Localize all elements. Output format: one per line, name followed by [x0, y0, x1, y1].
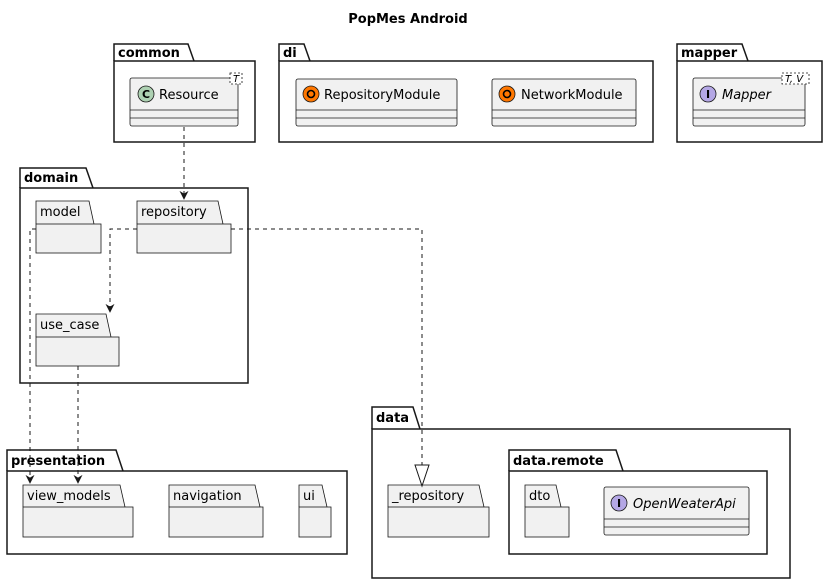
svg-text:C: C	[142, 88, 150, 101]
subpackage-label-dto: dto	[529, 489, 550, 504]
package-label-mapper: mapper	[681, 46, 738, 61]
package-label-data-remote: data.remote	[513, 454, 604, 469]
interface-open-weather-api: I OpenWeaterApi	[603, 486, 750, 536]
subpackage-use-case: use_case	[35, 313, 120, 367]
package-label-di: di	[283, 46, 297, 61]
subpackage-view-models: view_models	[22, 484, 134, 538]
class-repository-module: RepositoryModule	[295, 78, 458, 127]
class-network-module: NetworkModule	[491, 78, 637, 127]
arrow-model-to-view-models	[25, 228, 36, 484]
class-resource: C Resource T	[129, 72, 243, 127]
class-network-module-name: NetworkModule	[521, 88, 623, 103]
class-c-icon	[137, 85, 155, 103]
svg-text:I: I	[617, 497, 621, 510]
package-label-common: common	[118, 46, 180, 61]
subpackage-label-repository: repository	[141, 205, 207, 220]
subpackage-label-use-case: use_case	[40, 318, 99, 333]
arrow-repository-to-use-case	[105, 228, 137, 313]
class-resource-name: Resource	[159, 88, 219, 103]
object-o-icon	[498, 85, 516, 103]
package-label-presentation: presentation	[11, 454, 105, 469]
subpackage-label-navigation: navigation	[173, 489, 242, 504]
subpackage-label-ui: ui	[303, 489, 315, 504]
subpackage-label-view-models: view_models	[27, 489, 111, 504]
subpackage-dto: dto	[524, 484, 570, 538]
resource-type-param: T	[233, 74, 240, 85]
interface-mapper-name: Mapper	[722, 88, 773, 103]
interface-i-icon	[610, 494, 628, 512]
subpackage-underscore-repository: _repository	[387, 484, 490, 538]
diagram-title: PopMes Android	[348, 12, 468, 27]
svg-text:I: I	[706, 88, 710, 101]
subpackage-label-underscore-repository: _repository	[391, 489, 465, 504]
realization-arrow-head	[414, 464, 430, 488]
subpackage-label-model: model	[40, 205, 80, 220]
interface-i-icon	[699, 85, 717, 103]
subpackage-repository: repository	[136, 200, 232, 254]
class-repository-module-name: RepositoryModule	[324, 88, 440, 103]
subpackage-ui: ui	[298, 484, 332, 538]
subpackage-navigation: navigation	[168, 484, 264, 538]
object-o-icon	[302, 85, 320, 103]
dependency-arrows	[25, 127, 423, 484]
package-label-domain: domain	[24, 171, 78, 186]
mapper-type-params: T, V	[785, 74, 804, 85]
interface-open-weather-api-name: OpenWeaterApi	[633, 497, 736, 512]
subpackage-model: model	[35, 200, 102, 254]
package-label-data: data	[376, 411, 409, 426]
interface-mapper: I Mapper T, V	[692, 72, 810, 127]
